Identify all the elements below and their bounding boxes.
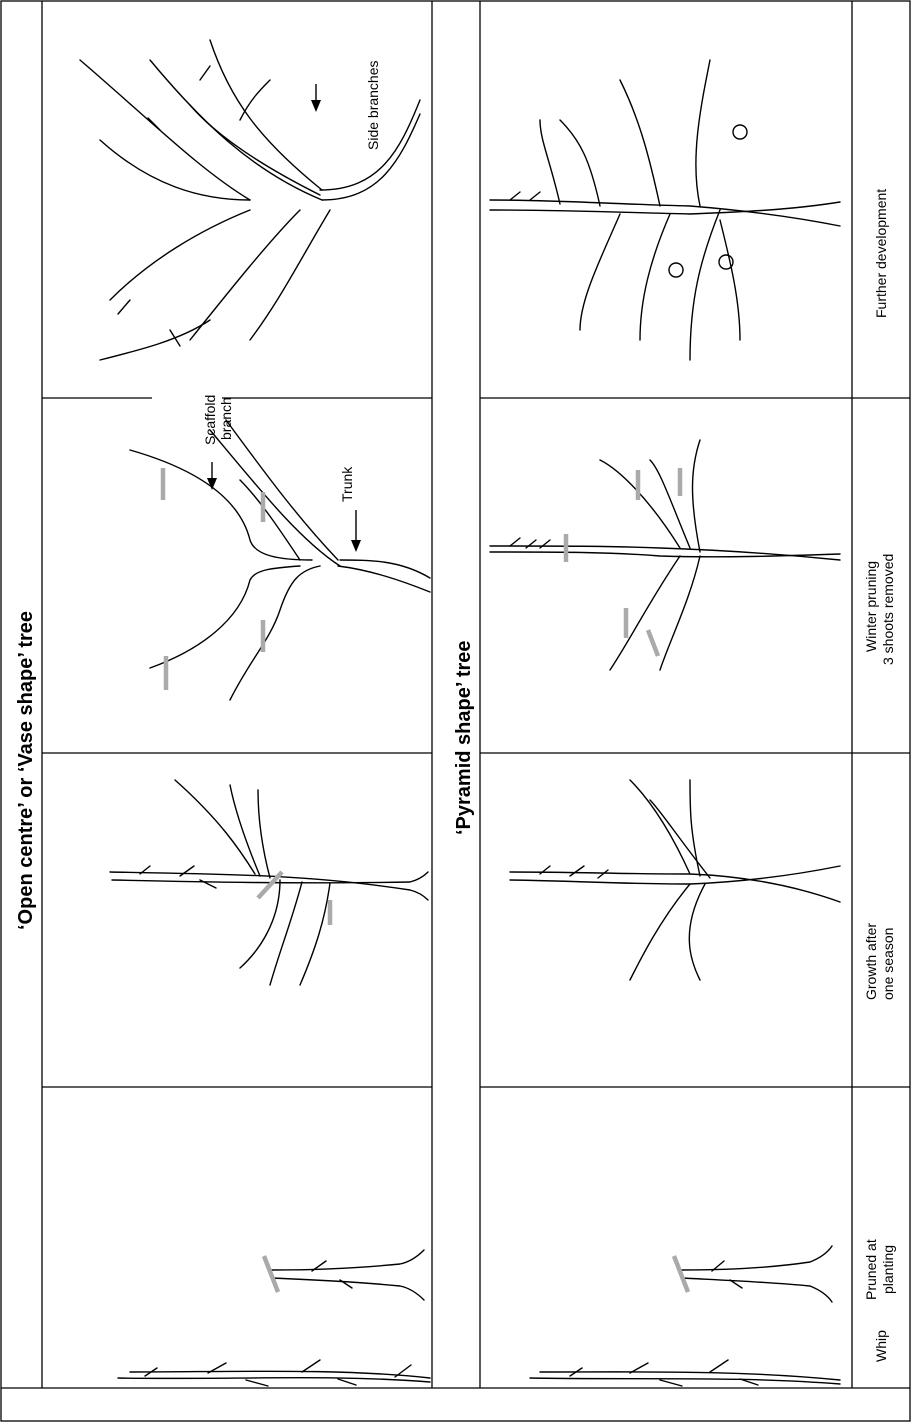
stage-captions: Whip Pruned at planting Growth after one… xyxy=(863,189,896,1362)
scaffold-branch-annotation: Scaffold branch xyxy=(202,395,234,490)
stage-caption-growth-2: one season xyxy=(880,928,896,1000)
pyramid-winter-cut-5 xyxy=(648,630,658,656)
trunk-annotation: Trunk xyxy=(339,466,361,552)
stage-caption-whip: Whip xyxy=(873,1330,889,1362)
stage-caption-winter-1: Winter pruning xyxy=(863,561,879,652)
open-pruned-cut xyxy=(264,1256,278,1292)
pyramid-heading: ‘Pyramid shape’ tree xyxy=(453,640,475,835)
pyramid-pruned-tree xyxy=(674,1246,832,1302)
open-growth-tree xyxy=(110,780,428,985)
stage-caption-winter-2: 3 shoots removed xyxy=(880,554,896,665)
scaffold-label-2: branch xyxy=(218,397,234,440)
pyramid-growth-tree xyxy=(510,780,840,980)
open-whip-tree xyxy=(118,1360,430,1386)
scaffold-label-1: Scaffold xyxy=(202,395,218,445)
fruit-spur-icon xyxy=(719,255,733,269)
fruit-spur-icon xyxy=(733,125,747,139)
side-branches-label: Side branches xyxy=(365,60,381,150)
open-winter-tree xyxy=(130,420,430,700)
stage-caption-growth-1: Growth after xyxy=(863,923,879,1000)
fruit-spur-icon xyxy=(669,263,683,277)
side-branches-annotation: Side branches xyxy=(311,60,381,150)
pyramid-winter-tree xyxy=(490,440,840,670)
open-centre-heading: ‘Open centre’ or ‘Vase shape’ tree xyxy=(15,611,37,930)
pyramid-pruned-cut xyxy=(674,1256,688,1292)
stage-caption-pruned-2: planting xyxy=(880,1245,896,1294)
stage-caption-pruned-1: Pruned at xyxy=(863,1239,879,1300)
pyramid-whip-tree xyxy=(530,1360,840,1386)
pyramid-further-tree xyxy=(490,60,840,360)
trunk-label: Trunk xyxy=(339,466,355,502)
stage-caption-further: Further development xyxy=(873,189,889,318)
open-pruned-tree xyxy=(264,1250,424,1300)
